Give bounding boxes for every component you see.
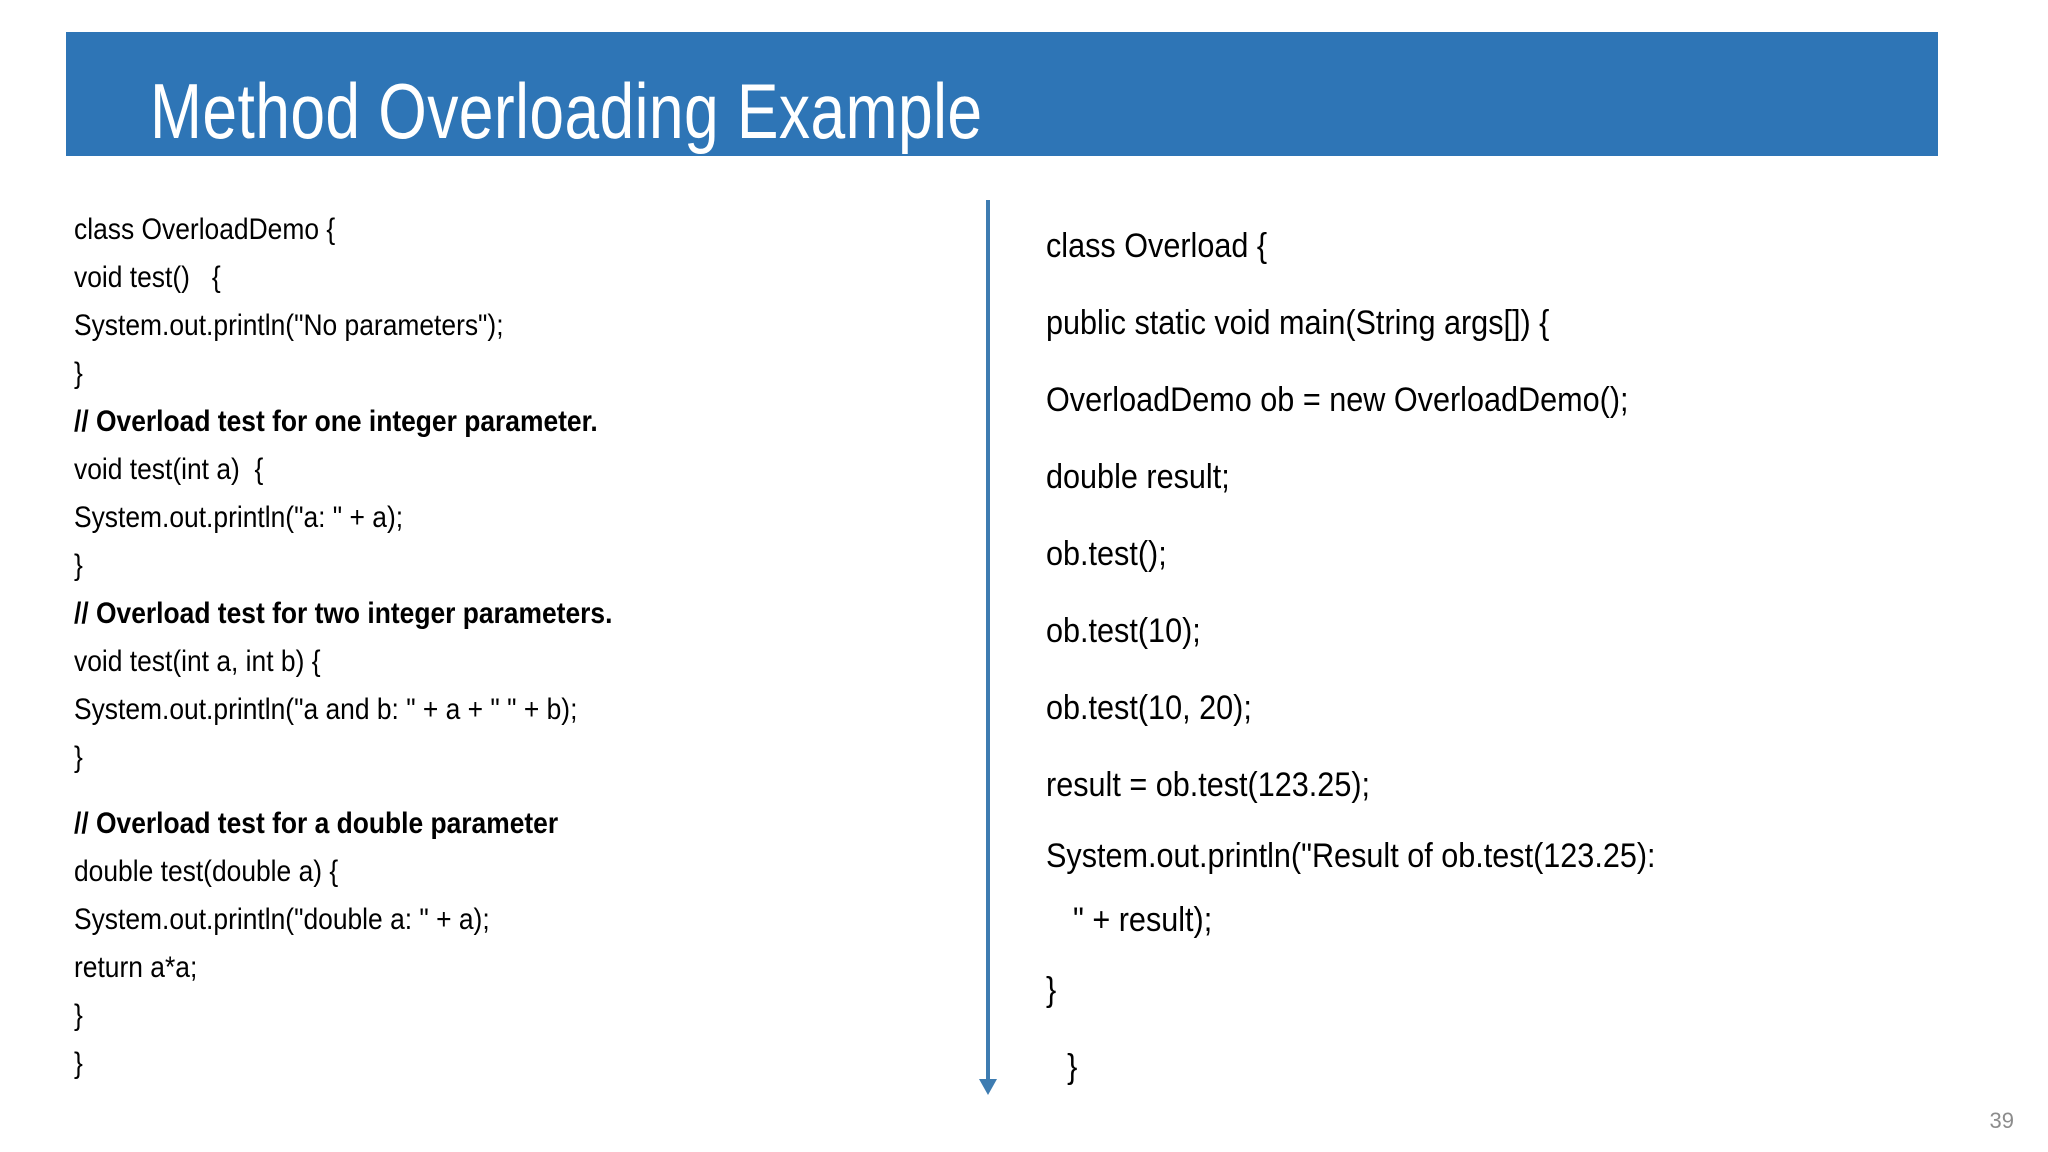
code-line: ob.test(10); [1046, 612, 1201, 650]
code-line: " + result); [1073, 901, 1213, 939]
code-line: double test(double a) { [74, 855, 339, 888]
code-comment-line: // Overload test for one integer paramet… [74, 405, 598, 438]
code-line: result = ob.test(123.25); [1046, 766, 1371, 804]
code-line: ob.test(); [1046, 535, 1167, 573]
code-line: } [74, 549, 83, 582]
code-line: System.out.println("Result of ob.test(12… [1046, 837, 1665, 875]
code-line: } [74, 741, 83, 774]
code-line: } [74, 1047, 83, 1080]
code-line: void test(int a) { [74, 453, 264, 486]
code-line: ob.test(10, 20); [1046, 689, 1252, 727]
code-line: OverloadDemo ob = new OverloadDemo(); [1046, 381, 1629, 419]
code-line: class Overload { [1046, 227, 1268, 265]
code-line: return a*a; [74, 951, 198, 984]
slide-number: 39 [1989, 1108, 2014, 1133]
code-line: System.out.println("a: " + a); [74, 501, 404, 534]
title-banner: Method Overloading Example [66, 32, 1938, 156]
code-line: void test(int a, int b) { [74, 645, 321, 678]
page-title: Method Overloading Example [150, 67, 983, 155]
code-line: class OverloadDemo { [74, 213, 336, 246]
code-line: void test() { [74, 261, 221, 294]
slide-content: class OverloadDemo { void test() { System.… [0, 186, 2048, 1116]
code-line: } [1058, 1048, 1078, 1086]
column-divider-line [986, 200, 990, 1086]
code-line: } [1046, 971, 1057, 1009]
code-comment-line: // Overload test for two integer paramet… [74, 597, 613, 630]
code-line: System.out.println("No parameters"); [74, 309, 504, 342]
code-line: } [74, 357, 83, 390]
code-line: double result; [1046, 458, 1230, 496]
divider-arrow-icon [979, 1079, 997, 1095]
code-line: System.out.println("double a: " + a); [74, 903, 490, 936]
code-line: } [74, 999, 83, 1032]
right-code-column: class Overload { public static void main(… [1046, 208, 2026, 1106]
code-comment-line: // Overload test for a double parameter [74, 807, 559, 840]
left-code-column: class OverloadDemo { void test() { System.… [74, 206, 974, 1088]
code-line: System.out.println("a and b: " + a + " "… [74, 693, 578, 726]
code-line: public static void main(String args[]) { [1046, 304, 1550, 342]
